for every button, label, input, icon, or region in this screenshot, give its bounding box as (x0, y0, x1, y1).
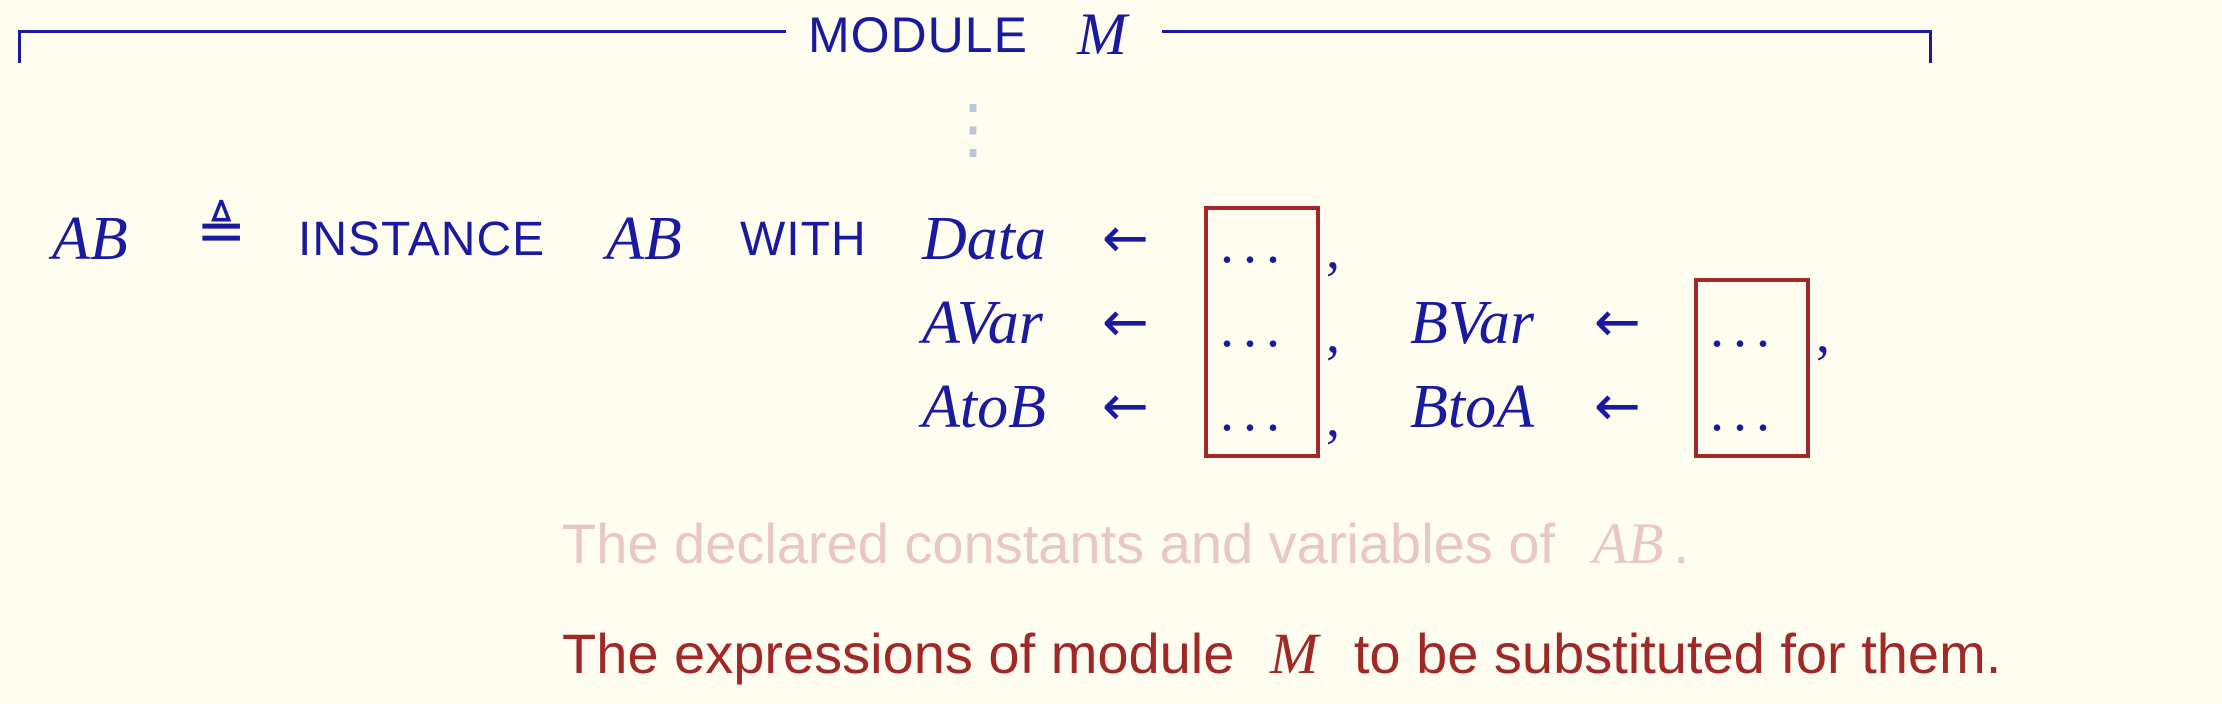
main-annotation-name: M (1269, 621, 1319, 686)
faded-annotation: The declared constants and variables of … (562, 510, 1689, 577)
main-annotation-prefix: The expressions of module (562, 622, 1235, 685)
subst-name-avar: AVar (922, 289, 1043, 357)
main-annotation-suffix: to be substituted for them. (1353, 622, 2002, 685)
module-name: M (1077, 1, 1127, 67)
placeholder-data: ... (1220, 213, 1289, 275)
instance-name: AB (606, 205, 682, 273)
faded-annotation-text: The declared constants and variables of (562, 512, 1556, 575)
highlight-box-right (1694, 278, 1810, 458)
subst-arrow-avar: ← (1102, 290, 1149, 355)
subst-arrow-data: ← (1102, 206, 1149, 271)
comma-bvar: , (1816, 303, 1830, 365)
placeholder-bvar: ... (1710, 297, 1779, 359)
subst-arrow-bvar: ← (1594, 290, 1641, 355)
faded-annotation-name: AB (1592, 511, 1664, 576)
definition-lhs: AB (52, 205, 128, 273)
comma-avar: , (1326, 303, 1340, 365)
def-equals-symbol: ≜ (196, 196, 247, 266)
module-rule-right-tick (1929, 30, 1932, 63)
module-rule-right (1162, 30, 1932, 33)
with-keyword: WITH (740, 213, 867, 266)
placeholder-avar: ... (1220, 297, 1289, 359)
placeholder-btoa: ... (1710, 381, 1779, 443)
instance-keyword: INSTANCE (298, 213, 546, 266)
subst-arrow-atob: ← (1102, 374, 1149, 439)
subst-name-btoa: BtoA (1410, 373, 1534, 441)
subst-name-data: Data (922, 205, 1046, 273)
comma-data: , (1326, 219, 1340, 281)
module-rule-left (18, 30, 786, 33)
faded-annotation-period: . (1673, 512, 1690, 575)
subst-arrow-btoa: ← (1594, 374, 1641, 439)
subst-name-atob: AtoB (922, 373, 1046, 441)
highlight-box-left (1204, 206, 1320, 458)
module-rule-left-tick (18, 30, 21, 63)
main-annotation: The expressions of module M to be substi… (562, 620, 2001, 687)
vertical-ellipsis: ⋮ (940, 90, 1006, 167)
placeholder-atob: ... (1220, 381, 1289, 443)
subst-name-bvar: BVar (1410, 289, 1534, 357)
comma-atob: , (1326, 387, 1340, 449)
module-keyword: MODULE (808, 7, 1028, 63)
